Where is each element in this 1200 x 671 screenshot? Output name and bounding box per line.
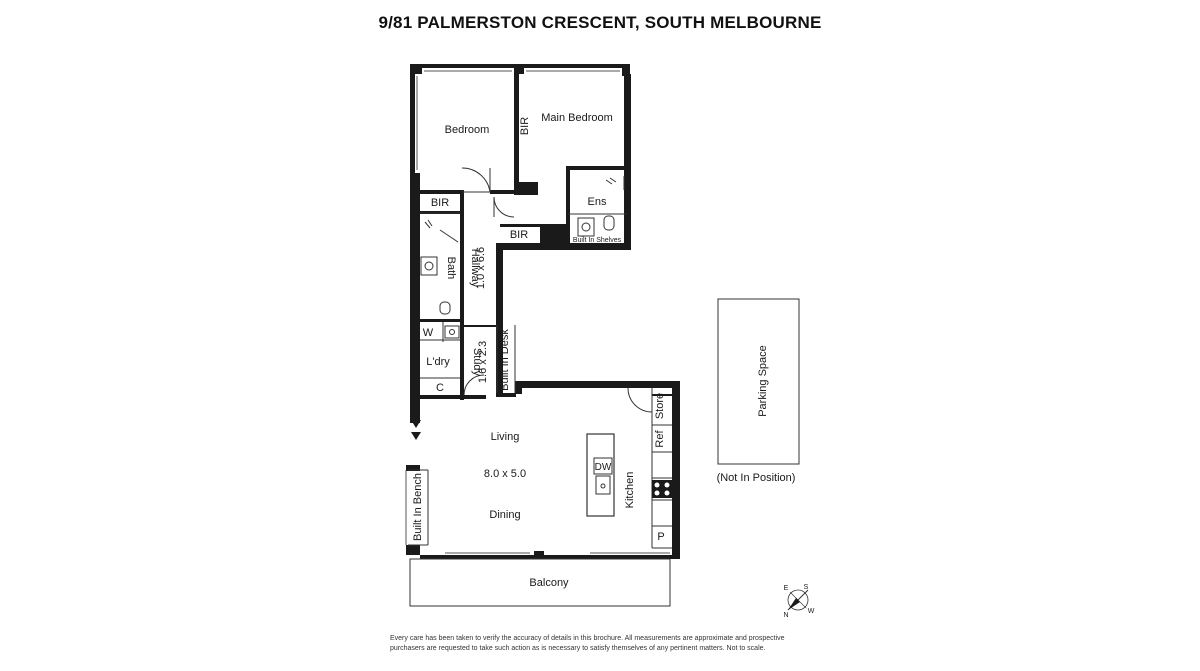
room-study-dim: 1.6 x 2.3: [477, 341, 489, 383]
compass-w: W: [808, 608, 815, 615]
room-ref: Ref: [654, 430, 666, 448]
room-cupboard: C: [436, 382, 444, 394]
room-built-in-desk: Built In Desk: [499, 329, 511, 391]
room-ensuite: Ens: [588, 196, 607, 208]
doors: [439, 167, 653, 413]
dishwasher: [593, 457, 613, 475]
interior-lines: [408, 212, 672, 549]
kitchen-island: [586, 433, 615, 517]
room-kitchen: Kitchen: [624, 472, 636, 509]
cooktop-icon: [652, 480, 672, 498]
room-living-dim: 8.0 x 5.0: [484, 468, 526, 480]
interior-walls: [420, 68, 672, 400]
parking-space: [717, 298, 800, 465]
room-pantry: P: [657, 531, 664, 543]
disclaimer-line-2: purchasers are requested to take such ac…: [390, 645, 766, 652]
room-dishwasher: DW: [595, 462, 612, 473]
balcony-outline: [409, 558, 671, 607]
room-hallway-dim: 1.0 x 6.6: [475, 247, 487, 289]
outer-walls: [406, 64, 680, 559]
room-living: Living: [491, 431, 520, 443]
room-laundry: L'dry: [426, 356, 450, 368]
room-balcony: Balcony: [529, 577, 569, 589]
disclaimer: Every care has been taken to verify the …: [390, 634, 820, 654]
room-main-bedroom: Main Bedroom: [541, 112, 613, 124]
windows: [405, 70, 670, 554]
room-built-in-bench: Built In Bench: [412, 473, 424, 541]
room-store: Store: [654, 393, 666, 419]
room-dining: Dining: [489, 509, 520, 521]
ensuite-fixtures: [577, 176, 625, 237]
disclaimer-line-1: Every care has been taken to verify the …: [390, 635, 785, 642]
room-bedroom: Bedroom: [445, 124, 490, 136]
parking-label: Parking Space: [757, 345, 769, 417]
plan-title: 9/81 PALMERSTON CRESCENT, SOUTH MELBOURN…: [378, 13, 822, 32]
room-hallway: Hallway: [469, 249, 481, 288]
parking-note: (Not In Position): [717, 472, 796, 484]
room-washer: W: [423, 327, 434, 339]
window-marker-icon: [411, 420, 421, 440]
room-bir-hall: BIR: [510, 229, 528, 241]
compass-s: S: [804, 584, 809, 591]
bath-fixtures: [420, 219, 460, 339]
sink-icon: [595, 475, 611, 495]
compass-icon: N E S W: [783, 584, 814, 619]
compass-e: E: [784, 585, 789, 592]
room-built-in-shelves: Built In Shelves: [573, 237, 622, 244]
room-bir-bedroom: BIR: [431, 197, 449, 209]
room-bath: Bath: [445, 257, 457, 280]
room-bir-main: BIR: [519, 117, 531, 135]
compass-n: N: [783, 612, 788, 619]
room-study: Study: [471, 348, 483, 377]
